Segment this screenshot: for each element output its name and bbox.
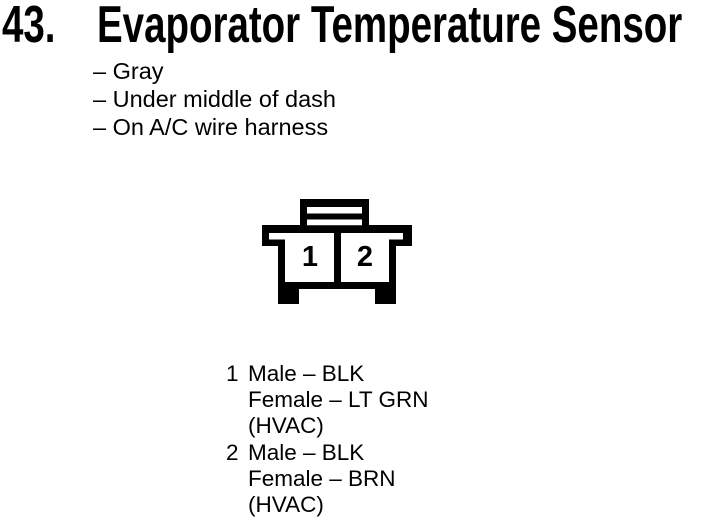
pin-number: 1 xyxy=(226,361,239,386)
pin-line: (HVAC) xyxy=(248,492,324,517)
pin-line: Male – BLK xyxy=(248,361,365,386)
pin-row: 2 Male – BLK Female – BRN (HVAC) xyxy=(226,440,396,518)
pin-line: Male – BLK xyxy=(248,440,365,465)
section-number: 43. xyxy=(2,0,56,54)
pin-line: Female – LT GRN xyxy=(248,387,429,412)
attribute-line: – On A/C wire harness xyxy=(93,114,329,140)
pin-line: Female – BRN xyxy=(248,466,396,491)
connector-cavity-1-label: 1 xyxy=(302,241,318,273)
pin-row: 1 Male – BLK Female – LT GRN (HVAC) xyxy=(226,361,428,439)
pin-line: (HVAC) xyxy=(248,413,324,438)
pin-number: 2 xyxy=(226,440,239,465)
connector-cavity-2-label: 2 xyxy=(357,241,373,273)
pin-description: Male – BLK Female – LT GRN (HVAC) xyxy=(248,361,428,439)
attribute-line: – Gray xyxy=(93,58,164,84)
page-title: Evaporator Temperature Sensor xyxy=(97,0,683,54)
attribute-list: – Gray – Under middle of dash – On A/C w… xyxy=(93,57,336,141)
pin-description: Male – BLK Female – BRN (HVAC) xyxy=(248,440,396,518)
attribute-line: – Under middle of dash xyxy=(93,86,336,112)
connector-body-outline xyxy=(262,199,412,304)
